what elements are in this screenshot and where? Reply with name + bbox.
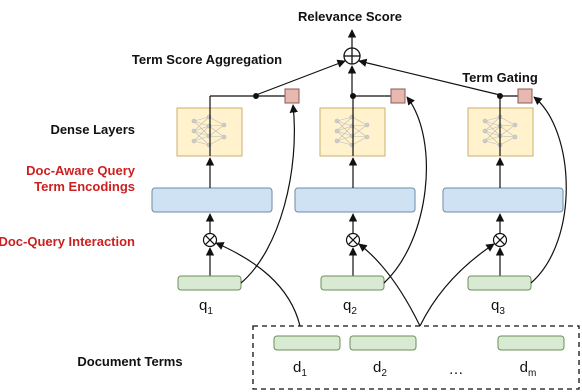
query-term-box-3	[467, 275, 532, 291]
q1-base: q	[199, 297, 207, 314]
column-2: q2	[294, 88, 416, 317]
q2-base: q	[343, 297, 351, 314]
ellipsis: …	[449, 361, 464, 378]
doc-term-label-1: d1	[293, 359, 307, 379]
encoding-box-1	[151, 187, 273, 213]
encoding-box-2	[294, 187, 416, 213]
doc-query-interaction-label: Doc-Query Interaction	[0, 234, 135, 249]
doc-term-box-1	[273, 335, 341, 351]
agg-arrow-1	[255, 59, 346, 96]
q-to-gate-curve-2	[383, 96, 428, 284]
q2-sub: 2	[351, 306, 357, 317]
d1-base: d	[293, 359, 301, 376]
d2-sub: 2	[381, 368, 387, 379]
document-terms-container	[252, 325, 580, 390]
query-term-label-3: q3	[491, 297, 505, 317]
dm-sub: m	[528, 368, 536, 379]
doc-aware-label-line1: Doc-Aware Query	[26, 163, 136, 178]
doc-term-box-2	[349, 335, 417, 351]
q1-sub: 1	[207, 306, 213, 317]
gate-box-2	[390, 88, 406, 104]
d1-sub: 1	[301, 368, 307, 379]
term-gating-label: Term Gating	[462, 70, 538, 85]
otimes-node-3	[492, 232, 508, 248]
agg-arrow-3	[358, 58, 501, 96]
doc-term-box-m	[497, 335, 565, 351]
doc-to-interaction-curve-3	[419, 243, 495, 327]
gate-box-3	[517, 88, 533, 104]
q-to-gate-curve-1	[240, 104, 298, 284]
encoding-box-3	[442, 187, 564, 213]
q-to-gate-curve-3	[530, 96, 567, 284]
query-term-label-1: q1	[199, 297, 213, 317]
query-term-box-2	[320, 275, 385, 291]
query-term-label-2: q2	[343, 297, 357, 317]
doc-aware-label-line2: Term Encodings	[34, 179, 135, 194]
query-term-box-1	[177, 275, 242, 291]
column-1: q1	[151, 88, 300, 317]
doc-term-label-2: d2	[373, 359, 387, 379]
q3-base: q	[491, 297, 499, 314]
column-3: q3	[442, 88, 564, 317]
dense-layers-label: Dense Layers	[50, 122, 135, 137]
document-terms-label: Document Terms	[77, 354, 182, 369]
term-score-aggregation-label: Term Score Aggregation	[132, 52, 282, 67]
doc-term-label-m: dm	[520, 359, 537, 379]
q3-sub: 3	[499, 306, 505, 317]
otimes-node-1	[202, 232, 218, 248]
d2-base: d	[373, 359, 381, 376]
doc-to-interaction-curve-2	[358, 243, 421, 327]
aggregation-plus-node	[343, 47, 361, 65]
relevance-score-label: Relevance Score	[298, 9, 402, 24]
dm-base: d	[520, 359, 528, 376]
gate-box-1	[284, 88, 300, 104]
otimes-node-2	[345, 232, 361, 248]
doc-to-interaction-curve-1	[215, 242, 301, 327]
